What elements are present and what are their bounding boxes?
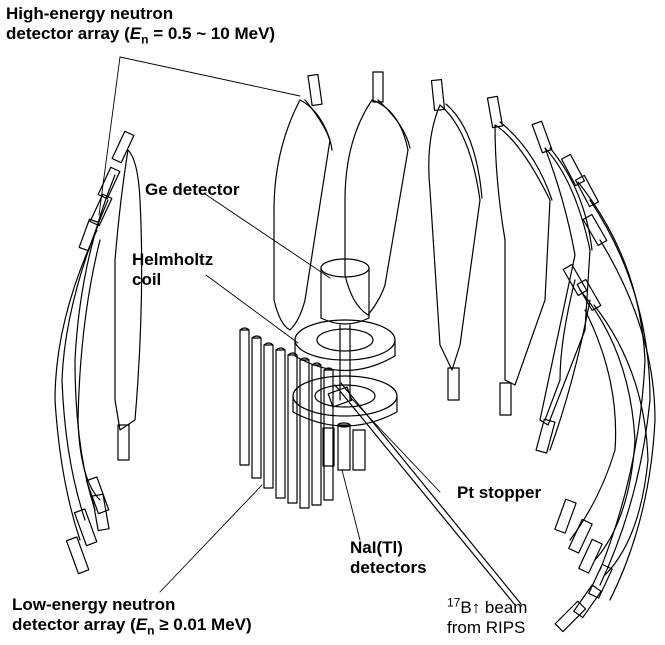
high-energy-paddle-3 — [428, 78, 483, 401]
low-energy-label-E: E — [135, 615, 148, 634]
ge-detector — [320, 258, 370, 401]
low-energy-label-line2-pre: detector array ( — [12, 615, 136, 634]
nai-detectors-label: NaI(Tl) detectors — [350, 538, 427, 578]
helmholtz-coil-lower — [292, 375, 398, 427]
beam-line — [334, 382, 522, 606]
high-energy-paddle-2 — [344, 71, 411, 316]
helmholtz-coil-label: Helmholtz coil — [132, 250, 213, 290]
beam-label-line2: from RIPS — [447, 618, 526, 637]
pt-stopper-label: Pt stopper — [457, 483, 542, 502]
high-energy-label-line1: High-energy neutron — [6, 4, 174, 23]
low-energy-label-line1: Low-energy neutron — [12, 595, 176, 614]
helmholtz-label-line1: Helmholtz — [132, 250, 214, 269]
left-side-detector-array — [54, 130, 143, 575]
high-energy-label-line2-post: = 0.5 ~ 10 MeV) — [148, 24, 276, 43]
low-energy-label-line2: detector array (En ≥ 0.01 MeV) — [12, 615, 252, 638]
beam-label-line1-post: B↑ beam — [460, 598, 528, 617]
beam-label-sup: 17 — [447, 595, 461, 610]
nai-label-line1: NaI(Tl) — [350, 538, 403, 557]
high-energy-label-line2: detector array (En = 0.5 ~ 10 MeV) — [6, 24, 276, 47]
helmholtz-coil-upper — [294, 319, 396, 371]
beam-label-line1: 17B↑ beam — [447, 595, 528, 618]
leader-lines — [98, 56, 441, 593]
low-energy-detector-array — [239, 327, 334, 509]
high-energy-label-E: E — [129, 24, 142, 43]
high-energy-paddle-5 — [531, 120, 593, 454]
nai-detectors — [322, 422, 366, 471]
high-energy-paddle-1 — [273, 73, 333, 331]
high-energy-array-label: High-energy neutron detector array (En =… — [6, 4, 276, 47]
high-energy-label-sub: n — [141, 32, 149, 47]
high-energy-paddle-4 — [486, 95, 553, 416]
right-side-detector-array — [544, 153, 656, 633]
low-energy-label-sub: n — [147, 623, 155, 638]
low-energy-label-line2-post: ≥ 0.01 MeV) — [154, 615, 252, 634]
high-energy-label-line2-pre: detector array ( — [6, 24, 130, 43]
nai-label-line2: detectors — [350, 558, 427, 577]
helmholtz-label-line2: coil — [132, 270, 162, 289]
low-energy-array-label: Low-energy neutron detector array (En ≥ … — [12, 595, 252, 638]
beam-label: 17B↑ beam from RIPS — [447, 595, 528, 638]
ge-detector-label: Ge detector — [145, 180, 240, 199]
